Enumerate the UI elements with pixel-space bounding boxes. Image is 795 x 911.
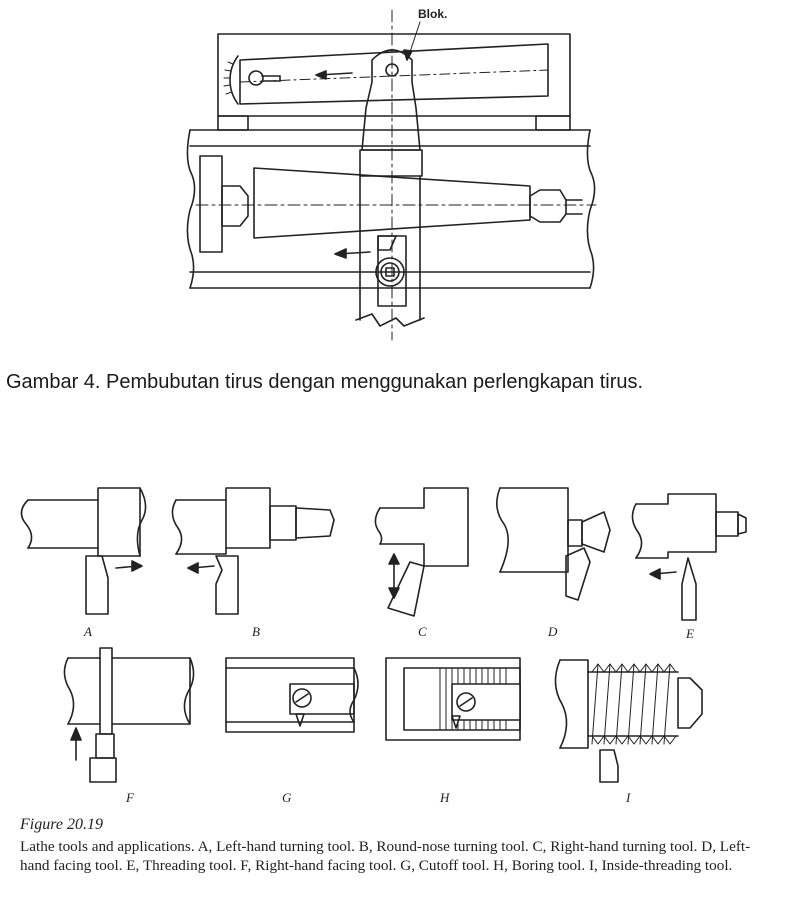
panel-i <box>554 659 703 783</box>
bracket-right <box>535 115 571 131</box>
taper-attachment-diagram: Blok. <box>186 7 597 341</box>
threading-tool-e <box>681 557 697 621</box>
top-diagram-caption: Gambar 4. Pembubutan tirus dengan menggu… <box>6 371 644 393</box>
turning-tool-a <box>85 555 109 615</box>
boring-tool-screw <box>456 692 476 712</box>
lathe-tools-figure: A B C D E F G H I <box>20 487 747 805</box>
cutoff-tool-g <box>295 713 305 727</box>
cutting-tool <box>377 235 397 251</box>
bed-break-left <box>186 129 196 289</box>
panel-letter-c: C <box>418 624 427 639</box>
figure-title: Figure 20.19 <box>20 816 103 833</box>
graduated-scale <box>229 55 239 105</box>
panel-letter-d: D <box>547 624 558 639</box>
facing-tool-d <box>565 547 591 601</box>
panel-d <box>496 487 611 601</box>
panel-letter-b: B <box>252 624 260 639</box>
guide-block <box>361 49 421 151</box>
scale-ticks <box>223 61 234 95</box>
facing-tool-f <box>89 757 117 783</box>
panel-a <box>20 487 147 615</box>
panel-g <box>225 657 359 733</box>
pivot-bolt <box>248 70 264 86</box>
bracket-left <box>217 115 249 131</box>
swivel-guide-bar <box>239 43 549 105</box>
guide-bar-frame <box>217 33 571 117</box>
live-center <box>221 185 249 227</box>
headstock <box>199 155 223 253</box>
cutoff-tool-screw <box>292 688 312 708</box>
panel-h <box>385 657 521 741</box>
panel-f <box>63 647 195 783</box>
panel-b <box>171 487 335 615</box>
boring-tool-h <box>451 715 461 729</box>
tool-post <box>375 257 405 287</box>
panel-letters: A B C D E F G H I <box>83 624 694 805</box>
panel-letter-h: H <box>439 790 450 805</box>
tapered-workpiece <box>253 167 531 239</box>
thread-teeth <box>591 663 677 745</box>
turning-tool-b <box>215 555 239 615</box>
panel-letter-i: I <box>625 790 631 805</box>
cross-slide-break <box>355 313 425 327</box>
dead-center <box>529 189 567 223</box>
blok-label: Blok. <box>418 7 447 21</box>
slide-arm <box>359 149 423 177</box>
figure-caption: Lathe tools and applications. A, Left-ha… <box>20 838 751 874</box>
panel-e <box>631 493 747 621</box>
panel-letter-a: A <box>83 624 92 639</box>
threading-tool-i <box>599 749 619 783</box>
bed-break-right <box>586 129 596 289</box>
panel-letter-e: E <box>685 626 694 641</box>
carriage-feed-arrow <box>334 248 347 259</box>
panel-letter-f: F <box>125 790 135 805</box>
panel-letter-g: G <box>282 790 292 805</box>
panel-c <box>374 487 469 617</box>
